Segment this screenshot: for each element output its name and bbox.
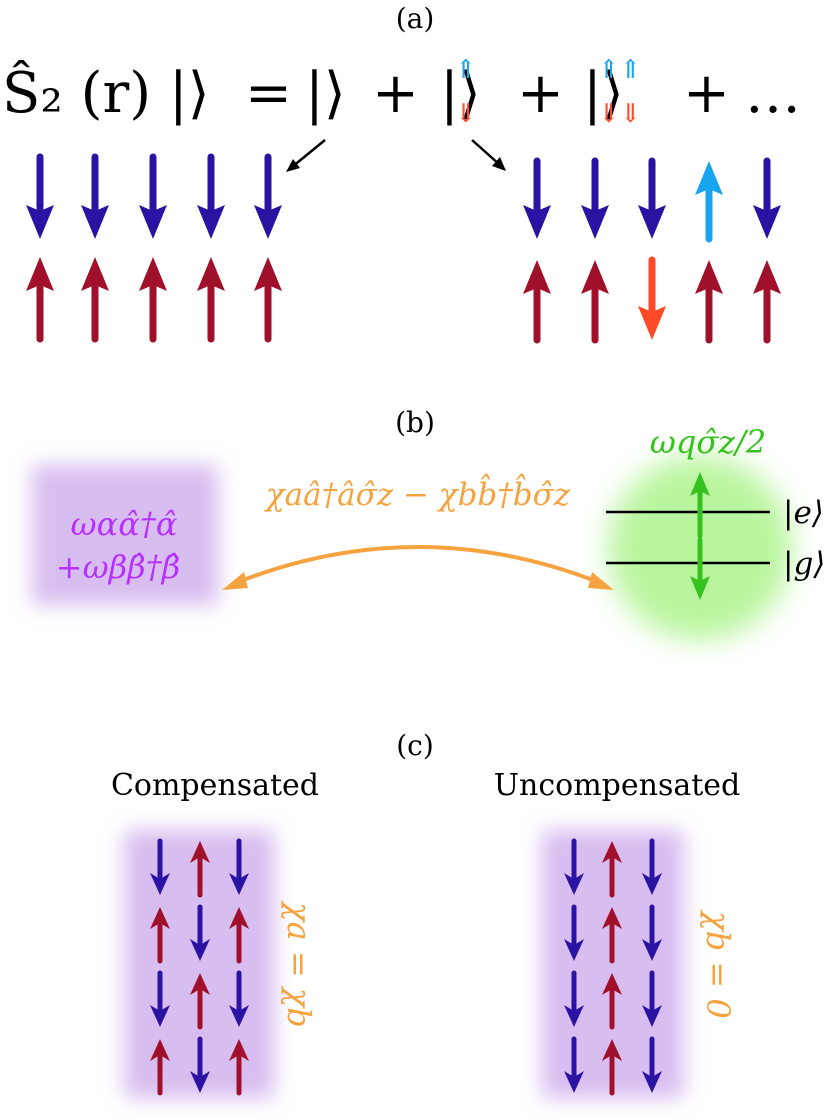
vacuum-ket: |⟩ — [305, 61, 346, 126]
magnon-glow — [32, 465, 218, 605]
plus-sign-1: + — [372, 61, 419, 126]
spin-up-arrow-icon — [581, 260, 609, 344]
plus-sign-3: + — [683, 61, 730, 126]
compensated-title: Compensated — [111, 768, 319, 803]
spin-down-arrow-icon — [26, 153, 54, 239]
spin-down-arrow-icon — [642, 970, 662, 1027]
spin-chains-a — [26, 153, 781, 344]
double-pair-down-arrows: ⇓⇓ — [598, 99, 642, 129]
magnon-hamiltonian-line1: ωαα̂†α̂ — [71, 505, 178, 543]
spin-down-arrow-icon — [81, 153, 109, 239]
equation-lhs: Ŝ₂ (r) |⟩ — [2, 59, 210, 126]
spin-up-arrow-icon — [602, 907, 622, 964]
qubit-hamiltonian: ωqσ̂z/2 — [650, 423, 766, 461]
spin-up-arrow-icon — [695, 260, 723, 344]
qubit-levels — [606, 472, 770, 600]
spin-up-arrow-icon — [190, 973, 210, 1030]
flipped-spin-up-arrow-icon — [695, 161, 723, 243]
compensated-condition: χa = χb — [280, 900, 318, 1028]
spin-up-arrow-icon — [139, 257, 167, 343]
spin-down-arrow-icon — [190, 904, 210, 961]
spin-up-arrow-icon — [197, 257, 225, 343]
pointer-arrow-right — [471, 139, 506, 171]
flipped-spin-down-arrow-icon — [638, 256, 666, 340]
panel-a-label: (a) — [396, 2, 435, 35]
spin-down-arrow-icon — [254, 153, 282, 239]
spin-up-arrow-icon — [229, 907, 249, 964]
pointer-arrow-left — [286, 139, 326, 172]
plus-sign-2: + — [517, 61, 564, 126]
single-pair-up-arrow: ⇑ — [455, 55, 477, 85]
panel-c-label: (c) — [396, 729, 434, 762]
spin-up-arrow-icon — [602, 973, 622, 1030]
panel-b-label: (b) — [395, 406, 435, 439]
equation: Ŝ₂ (r) |⟩ = |⟩ + |⟩ + |⟩ + … — [2, 59, 801, 126]
spin-down-arrow-icon — [753, 157, 781, 239]
spin-down-arrow-icon — [642, 1036, 662, 1093]
uncompensated-condition: χb = 0 — [699, 909, 737, 1018]
single-pair-down-arrow: ⇓ — [455, 99, 477, 129]
spin-down-arrow-icon — [642, 838, 662, 895]
double-pair-ket: |⟩ — [583, 61, 624, 126]
spin-down-arrow-icon — [150, 970, 170, 1027]
spin-up-arrow-icon — [190, 841, 210, 898]
spin-down-arrow-icon — [564, 838, 584, 895]
spin-up-arrow-icon — [150, 907, 170, 964]
spin-down-arrow-icon — [564, 970, 584, 1027]
equation-equals: = — [245, 61, 292, 126]
ellipsis: … — [745, 61, 801, 126]
qubit-up-arrow-icon — [690, 472, 710, 539]
spin-down-arrow-icon — [229, 838, 249, 895]
spin-down-arrow-icon — [150, 838, 170, 895]
single-pair-ket: |⟩ — [440, 61, 481, 126]
spin-up-arrow-icon — [26, 257, 54, 343]
spin-down-arrow-icon — [197, 153, 225, 239]
spin-up-arrow-icon — [602, 1039, 622, 1096]
spin-up-arrow-icon — [254, 257, 282, 343]
spin-down-arrow-icon — [139, 153, 167, 239]
spin-down-arrow-icon — [190, 1036, 210, 1093]
spin-down-arrow-icon — [523, 157, 551, 239]
coupling-term: χaâ†âσ̂z − χbb̂†b̂σ̂z — [264, 472, 571, 513]
spin-up-arrow-icon — [229, 1039, 249, 1096]
spin-up-arrow-icon — [753, 260, 781, 344]
qubit-down-arrow-icon — [690, 537, 710, 600]
spin-down-arrow-icon — [581, 157, 609, 239]
spin-down-arrow-icon — [642, 904, 662, 961]
spin-up-arrow-icon — [150, 1039, 170, 1096]
spin-down-arrow-icon — [564, 1036, 584, 1093]
spin-up-arrow-icon — [523, 260, 551, 344]
spin-down-arrow-icon — [564, 904, 584, 961]
spin-down-arrow-icon — [229, 970, 249, 1027]
magnon-hamiltonian-line2: +ωββ̂†β̂ — [56, 548, 180, 586]
spin-up-arrow-icon — [602, 841, 622, 898]
spin-up-arrow-icon — [81, 257, 109, 343]
excited-state-label: |e⟩ — [783, 495, 824, 531]
double-pair-up-arrows: ⇑⇑ — [598, 55, 642, 85]
spin-grids-c — [150, 838, 662, 1096]
uncompensated-title: Uncompensated — [494, 768, 741, 803]
spin-down-arrow-icon — [638, 157, 666, 239]
ground-state-label: |g⟩ — [783, 546, 825, 582]
coupling-arrow — [222, 545, 614, 590]
